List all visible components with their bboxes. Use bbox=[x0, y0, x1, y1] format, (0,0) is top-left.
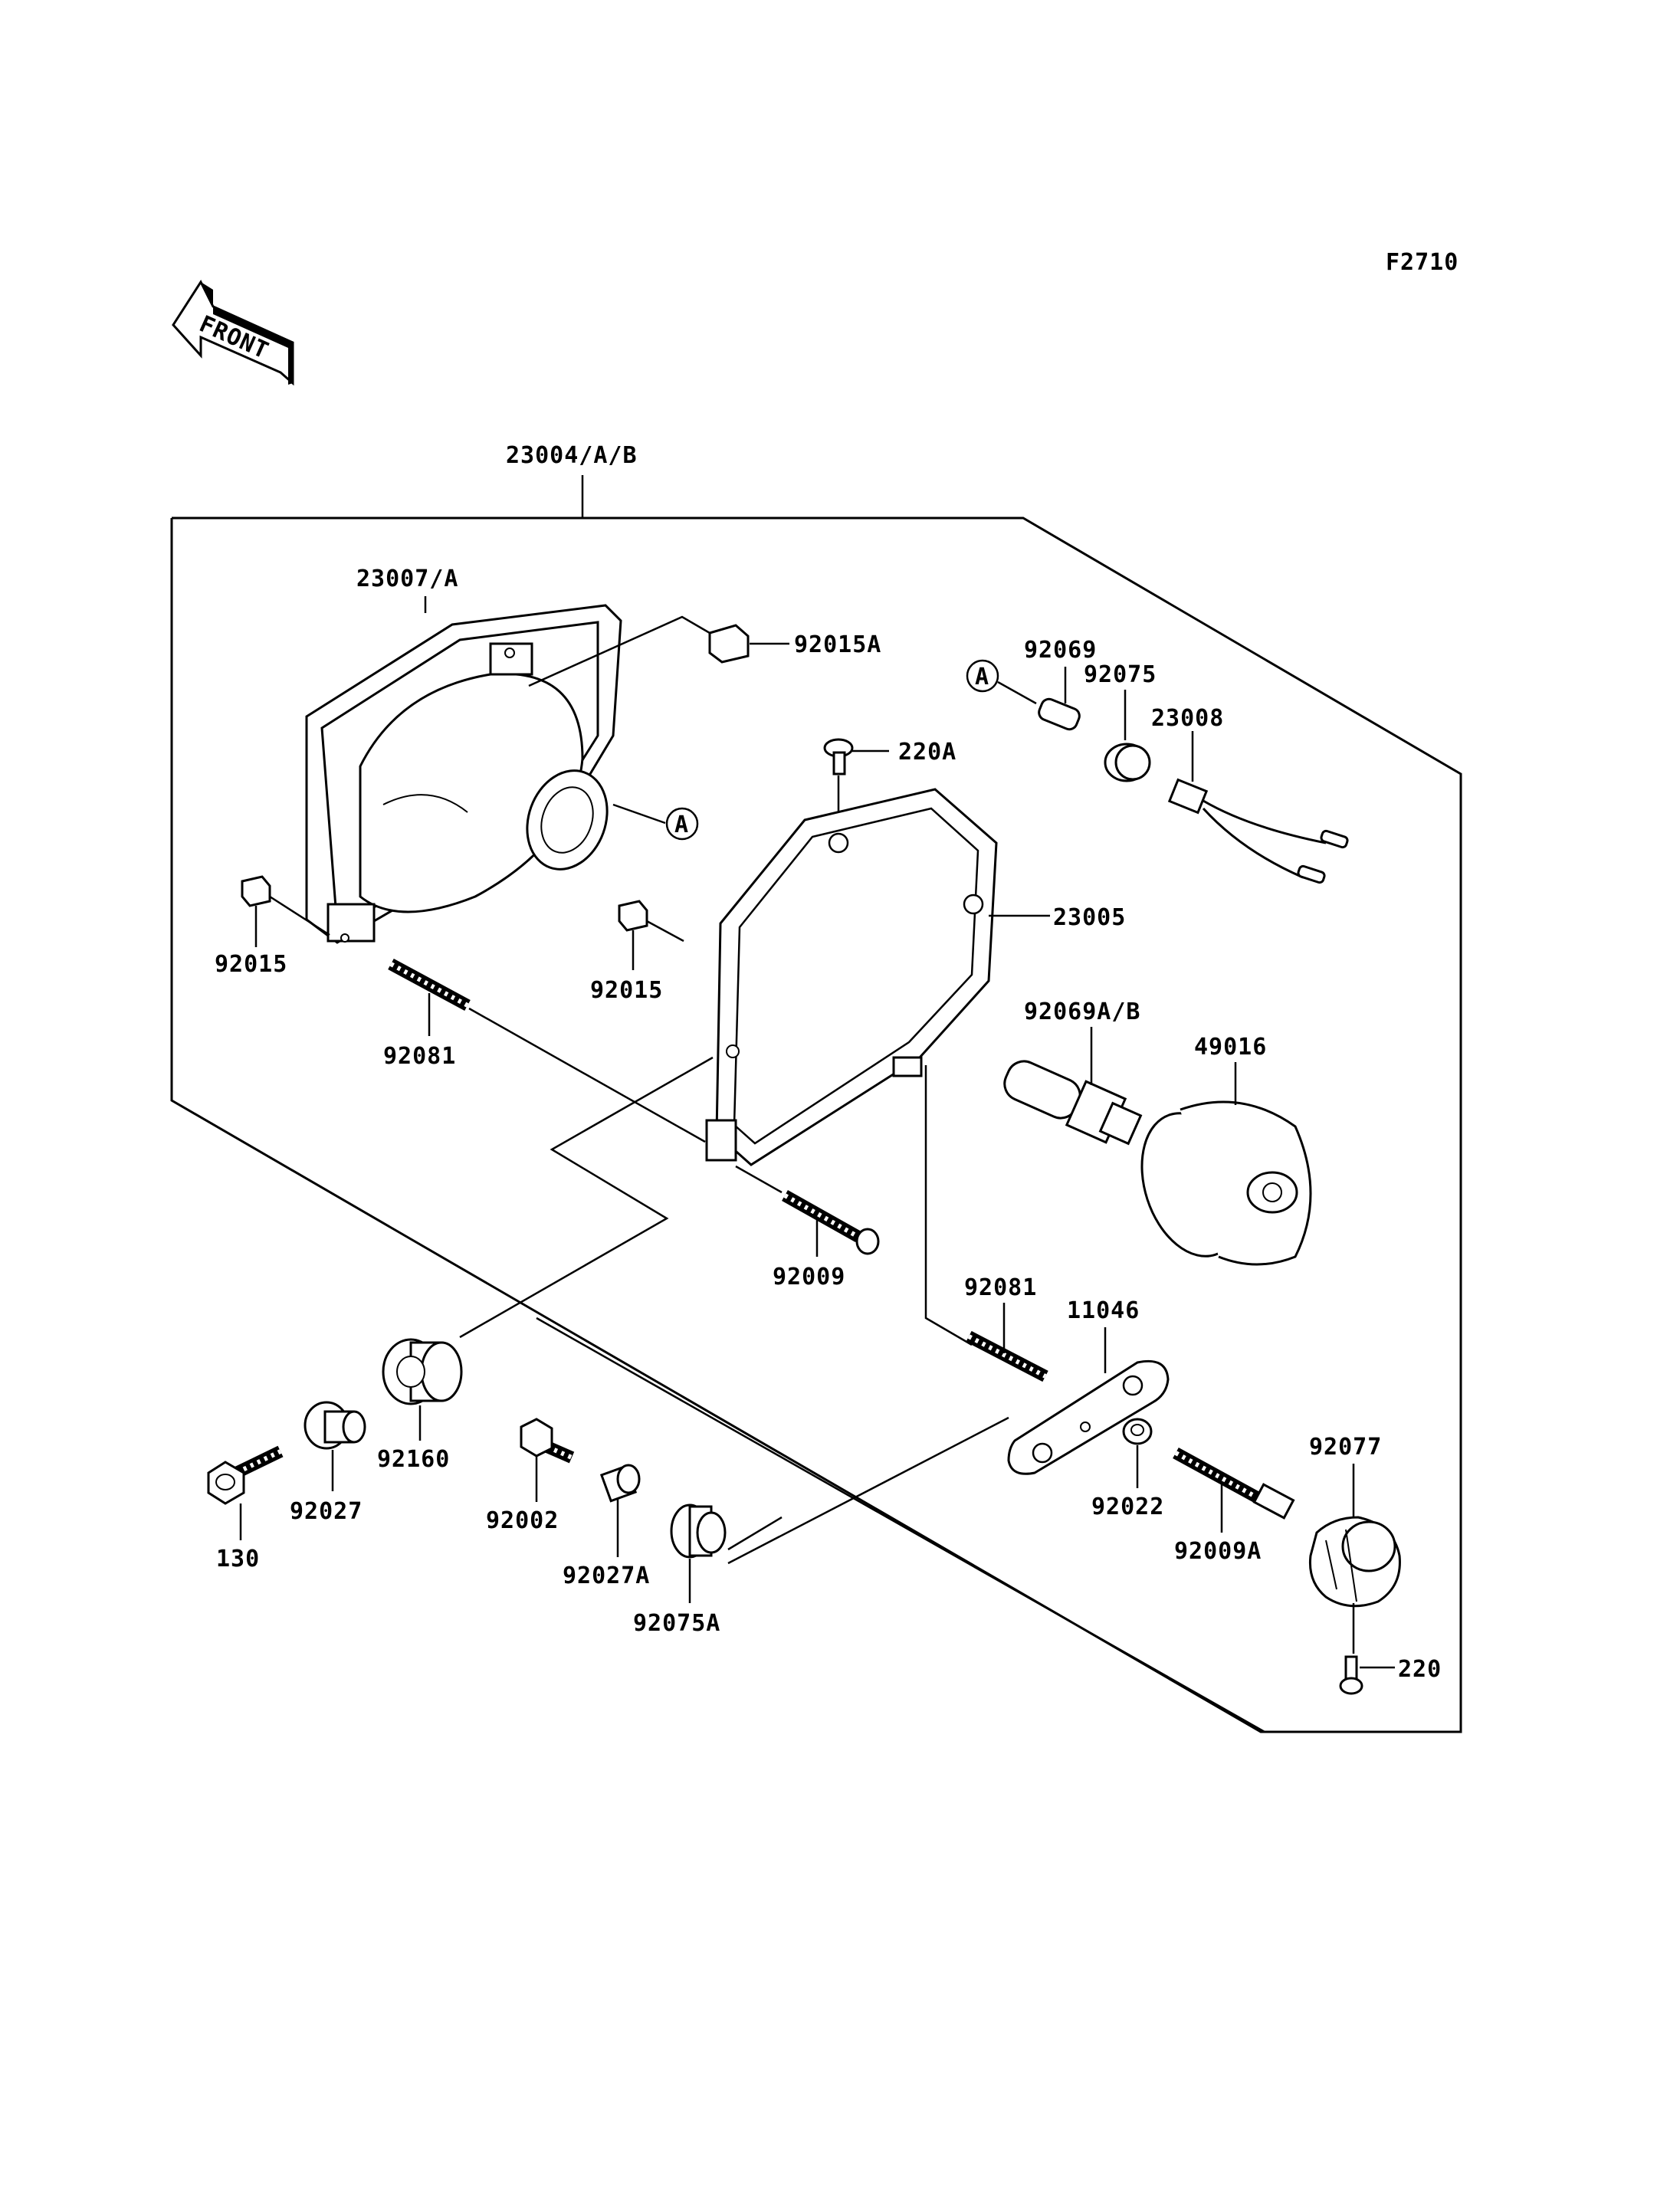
halogen-bulb-92069ab bbox=[1003, 1060, 1143, 1146]
label-92081-left: 92081 bbox=[383, 1043, 456, 1070]
label-92160: 92160 bbox=[377, 1446, 450, 1473]
spring-92081-right bbox=[966, 1330, 1048, 1382]
label-92015-mid: 92015 bbox=[590, 977, 663, 1004]
callout-a-bulb bbox=[966, 659, 999, 693]
spring-92081-left bbox=[388, 958, 471, 1012]
callout-a-bulb-label: A bbox=[975, 664, 989, 690]
label-92077: 92077 bbox=[1309, 1434, 1382, 1461]
label-92069ab: 92069A/B bbox=[1024, 998, 1141, 1025]
label-23008: 23008 bbox=[1151, 705, 1224, 732]
collar-92022 bbox=[1122, 1418, 1153, 1445]
label-92022: 92022 bbox=[1091, 1494, 1164, 1520]
grommet-92075 bbox=[1104, 743, 1151, 782]
nut-92015a bbox=[708, 624, 750, 664]
label-49016: 49016 bbox=[1194, 1034, 1267, 1061]
knob-92077 bbox=[1308, 1516, 1401, 1608]
headlight-housing bbox=[305, 604, 622, 944]
collar-92027a bbox=[599, 1464, 641, 1503]
label-92027: 92027 bbox=[290, 1498, 363, 1525]
label-220a: 220A bbox=[898, 739, 956, 766]
label-220: 220 bbox=[1398, 1656, 1442, 1683]
front-arrow-icon: FRONT bbox=[172, 279, 294, 386]
collar-92027 bbox=[304, 1401, 366, 1450]
label-23004: 23004/A/B bbox=[506, 442, 638, 469]
label-92075: 92075 bbox=[1084, 661, 1157, 688]
callout-a-housing bbox=[665, 807, 699, 841]
label-92075a: 92075A bbox=[633, 1610, 720, 1637]
label-23005: 23005 bbox=[1053, 904, 1126, 931]
label-92027a: 92027A bbox=[563, 1562, 650, 1589]
socket-wire-23008 bbox=[1167, 778, 1349, 884]
screw-92009a bbox=[1173, 1447, 1295, 1520]
label-92009a: 92009A bbox=[1174, 1538, 1262, 1565]
bolt-92002 bbox=[520, 1418, 575, 1464]
bulb-92069 bbox=[1038, 697, 1081, 731]
nut-92015-left bbox=[241, 875, 271, 907]
label-130: 130 bbox=[216, 1546, 260, 1572]
grommet-92075a bbox=[670, 1503, 727, 1559]
label-23007a: 23007/A bbox=[356, 566, 458, 592]
screw-220a bbox=[823, 738, 854, 776]
label-92081-right: 92081 bbox=[964, 1274, 1037, 1301]
screw-92009 bbox=[782, 1190, 880, 1255]
plate-11046 bbox=[1007, 1359, 1170, 1475]
label-92015-left: 92015 bbox=[215, 951, 287, 978]
dust-cover-49016 bbox=[1140, 1100, 1312, 1266]
frame-bracket-23005 bbox=[705, 788, 998, 1166]
figure-code: F2710 bbox=[1386, 249, 1459, 276]
nut-92015-mid bbox=[618, 900, 648, 932]
label-92015a: 92015A bbox=[794, 631, 881, 658]
bolt-130 bbox=[207, 1445, 284, 1505]
grommet-92160 bbox=[382, 1338, 463, 1405]
assembly-outline bbox=[170, 516, 1462, 1733]
label-92069: 92069 bbox=[1024, 637, 1097, 664]
screw-220 bbox=[1339, 1655, 1363, 1695]
label-92002: 92002 bbox=[486, 1507, 559, 1534]
label-92009: 92009 bbox=[773, 1264, 845, 1290]
label-11046: 11046 bbox=[1067, 1297, 1140, 1324]
callout-a-housing-label: A bbox=[674, 812, 689, 838]
